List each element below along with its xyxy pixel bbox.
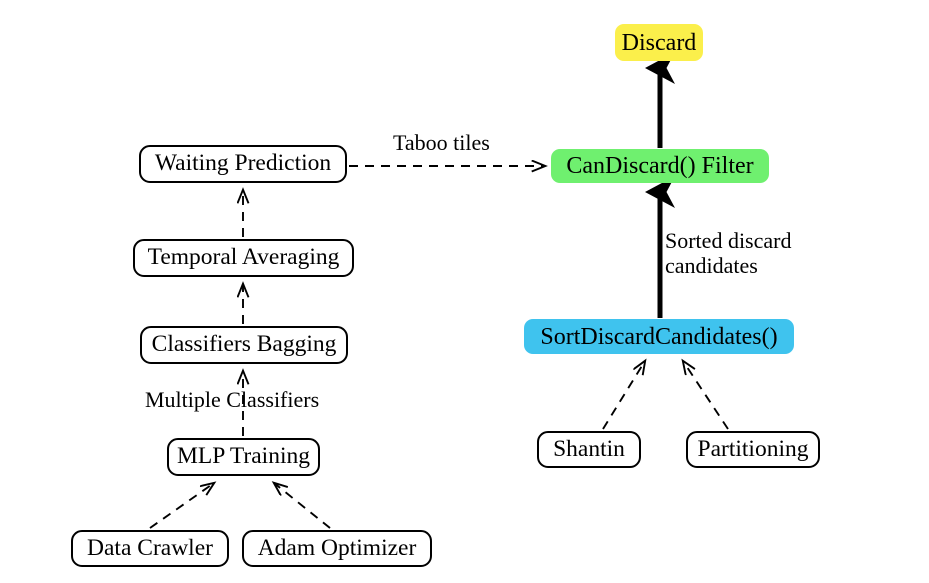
node-temporal-averaging-label: Temporal Averaging [147,244,340,271]
edge-label-multiple-classifiers: Multiple Classifiers [145,387,320,412]
node-sort-discard-candidates[interactable]: SortDiscardCandidates() [524,319,794,354]
node-discard-label: Discard [621,29,697,56]
node-waiting-prediction[interactable]: Waiting Prediction [139,145,347,183]
node-sort-discard-candidates-label: SortDiscardCandidates() [540,323,778,350]
edge-label-sorted-discard-candidates: Sorted discard candidates [665,228,792,278]
node-shantin-label: Shantin [553,435,625,462]
node-waiting-prediction-label: Waiting Prediction [154,150,332,177]
node-discard[interactable]: Discard [615,24,703,61]
node-data-crawler-label: Data Crawler [87,534,213,561]
node-data-crawler[interactable]: Data Crawler [71,530,229,567]
edge-adam-to-mlp [274,483,331,529]
edge-partitioning-to-sort [683,361,729,430]
edge-label-taboo-tiles: Taboo tiles [393,130,490,155]
node-partitioning[interactable]: Partitioning [686,431,820,468]
node-adam-optimizer[interactable]: Adam Optimizer [242,530,432,567]
node-can-discard-filter-label: CanDiscard() Filter [566,153,754,179]
node-partitioning-label: Partitioning [697,435,809,462]
node-classifiers-bagging-label: Classifiers Bagging [151,331,337,358]
node-can-discard-filter[interactable]: CanDiscard() Filter [551,149,769,183]
edge-shantin-to-sort [602,361,645,430]
node-mlp-training-label: MLP Training [177,443,310,470]
edge-crawler-to-mlp [149,483,214,529]
node-classifiers-bagging[interactable]: Classifiers Bagging [140,326,348,364]
node-shantin[interactable]: Shantin [537,431,641,468]
node-temporal-averaging[interactable]: Temporal Averaging [133,239,354,277]
node-mlp-training[interactable]: MLP Training [167,438,320,476]
node-adam-optimizer-label: Adam Optimizer [257,534,417,561]
